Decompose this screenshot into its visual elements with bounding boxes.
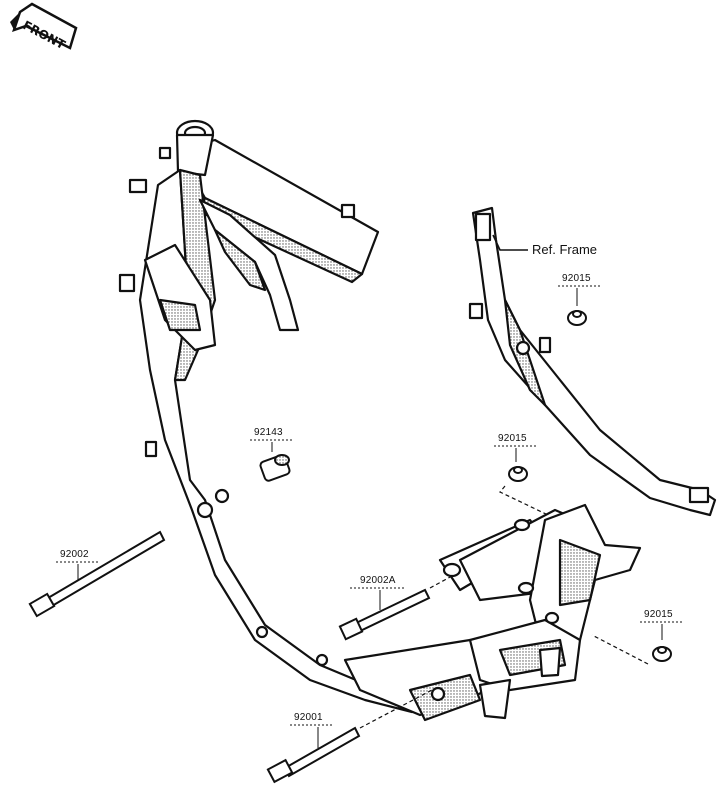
front-arrow-icon — [10, 2, 78, 50]
part-number-label: 92015 — [562, 273, 591, 284]
mid-nut-leader — [499, 485, 549, 516]
main-frame — [118, 119, 502, 722]
part-number-label: 92002A — [360, 575, 396, 586]
reference-frame-label: Ref. Frame — [532, 242, 598, 257]
callout-rules — [56, 285, 684, 748]
reference-leader — [492, 234, 528, 251]
engine-mount-bracket — [438, 503, 642, 720]
bolt-92002a-leader — [429, 575, 453, 589]
part-number-label: 92015 — [644, 609, 673, 620]
bolt-92002a-part — [338, 588, 431, 641]
bolt-92001-part — [266, 726, 361, 784]
nut-92015-lower-part — [652, 646, 672, 662]
nut-92015-mid-part — [508, 466, 528, 482]
nut-92015-top-part — [567, 310, 587, 326]
bolt-92002-part — [28, 530, 166, 618]
part-number-label: 92015 — [498, 433, 527, 444]
part-number-label: 92001 — [294, 712, 323, 723]
reference-frame-rail — [468, 206, 717, 517]
part-number-label: 92143 — [254, 427, 283, 438]
part-number-label: 92002 — [60, 549, 89, 560]
collar-92143-part — [259, 454, 291, 482]
lower-nut-leader — [591, 634, 649, 665]
